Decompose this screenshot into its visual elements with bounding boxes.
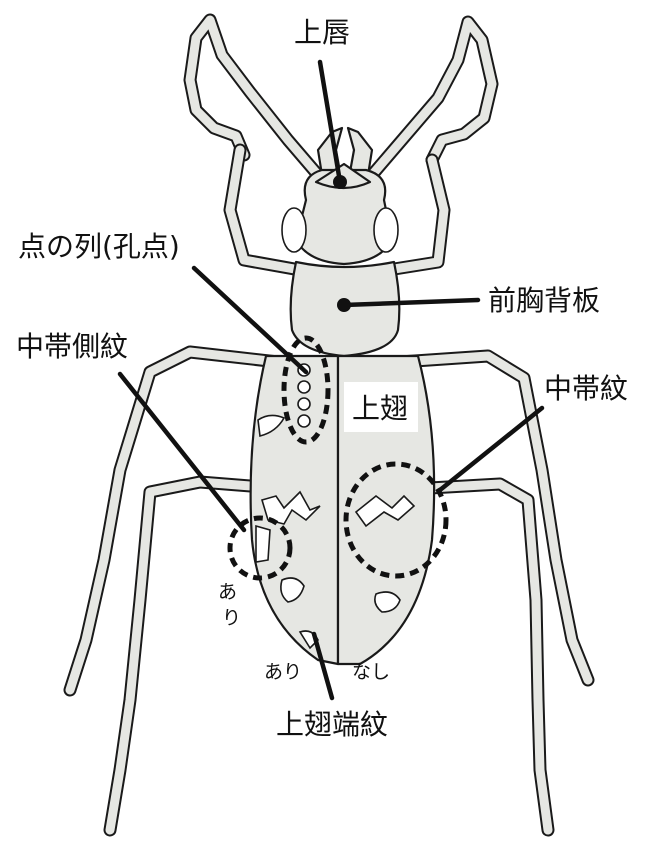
puncture-2 <box>298 381 310 393</box>
label-present-left-2: り <box>222 607 241 629</box>
label-present-left-1: あ <box>218 581 237 603</box>
label-median-side-band: 中帯側紋 <box>16 330 128 363</box>
labrum-dot <box>333 175 347 189</box>
median-side-spot-left <box>256 526 270 562</box>
label-labrum: 上唇 <box>294 16 350 49</box>
right-eye <box>374 208 398 252</box>
label-present-bottom: あり <box>264 661 302 683</box>
label-absent-bottom: なし <box>352 661 390 683</box>
pronotum-dot <box>337 298 351 312</box>
median-band-leader <box>440 408 542 490</box>
label-puncture-row: 点の列(孔点) <box>18 230 180 263</box>
label-median-band: 中帯紋 <box>544 372 628 405</box>
left-eye <box>282 208 306 252</box>
puncture-3 <box>298 398 310 410</box>
label-elytra: 上翅 <box>352 392 408 425</box>
label-elytral-apex-mark: 上翅端紋 <box>276 708 388 741</box>
median-side-band-leader <box>120 374 244 530</box>
puncture-4 <box>298 415 310 427</box>
label-pronotum: 前胸背板 <box>488 284 600 317</box>
